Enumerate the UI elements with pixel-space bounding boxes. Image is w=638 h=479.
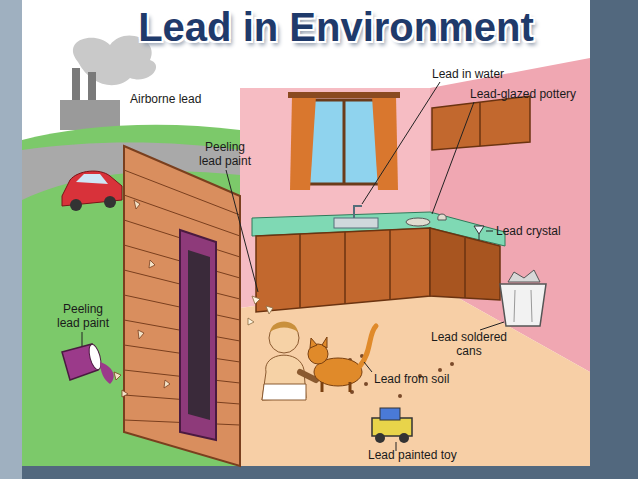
lawn — [22, 125, 240, 466]
trash-can — [500, 270, 546, 326]
leader-lines — [82, 82, 504, 451]
lead-crystal-glass — [474, 226, 484, 240]
paint-bucket — [62, 343, 128, 397]
sink — [334, 206, 378, 228]
callout-label: Airborne lead — [130, 92, 201, 106]
leader-line — [480, 322, 504, 330]
leader-line — [226, 170, 258, 292]
leader-line — [486, 231, 493, 232]
car — [62, 171, 122, 211]
slide-panel — [22, 0, 590, 466]
callout-label: Lead-glazed pottery — [470, 87, 576, 101]
factory — [60, 36, 156, 130]
pottery — [406, 214, 446, 226]
kitchen-counter — [252, 212, 505, 312]
child — [262, 322, 316, 401]
painted-toy — [372, 408, 412, 443]
callout-label: Lead in water — [432, 67, 504, 81]
callout-label: Lead soldered cans — [426, 330, 512, 358]
window — [288, 92, 400, 190]
leader-line — [82, 332, 83, 346]
frame-left — [0, 0, 22, 479]
leader-line — [362, 82, 440, 204]
callout-label: Peeling lead paint — [192, 140, 258, 168]
floor — [240, 282, 590, 466]
title: Lead in Environment — [138, 4, 534, 50]
callout-label: Peeling lead paint — [50, 302, 116, 330]
callout-label: Lead crystal — [496, 224, 561, 238]
paint-chips — [248, 296, 273, 325]
leader-line — [432, 102, 474, 214]
factory-building — [60, 100, 120, 130]
callout-label: Lead painted toy — [368, 448, 457, 462]
house-wall — [124, 146, 240, 466]
callout-label: Lead from soil — [374, 372, 449, 386]
cat — [308, 326, 376, 392]
upper-cabinets — [432, 96, 530, 150]
leader-line — [364, 362, 372, 372]
